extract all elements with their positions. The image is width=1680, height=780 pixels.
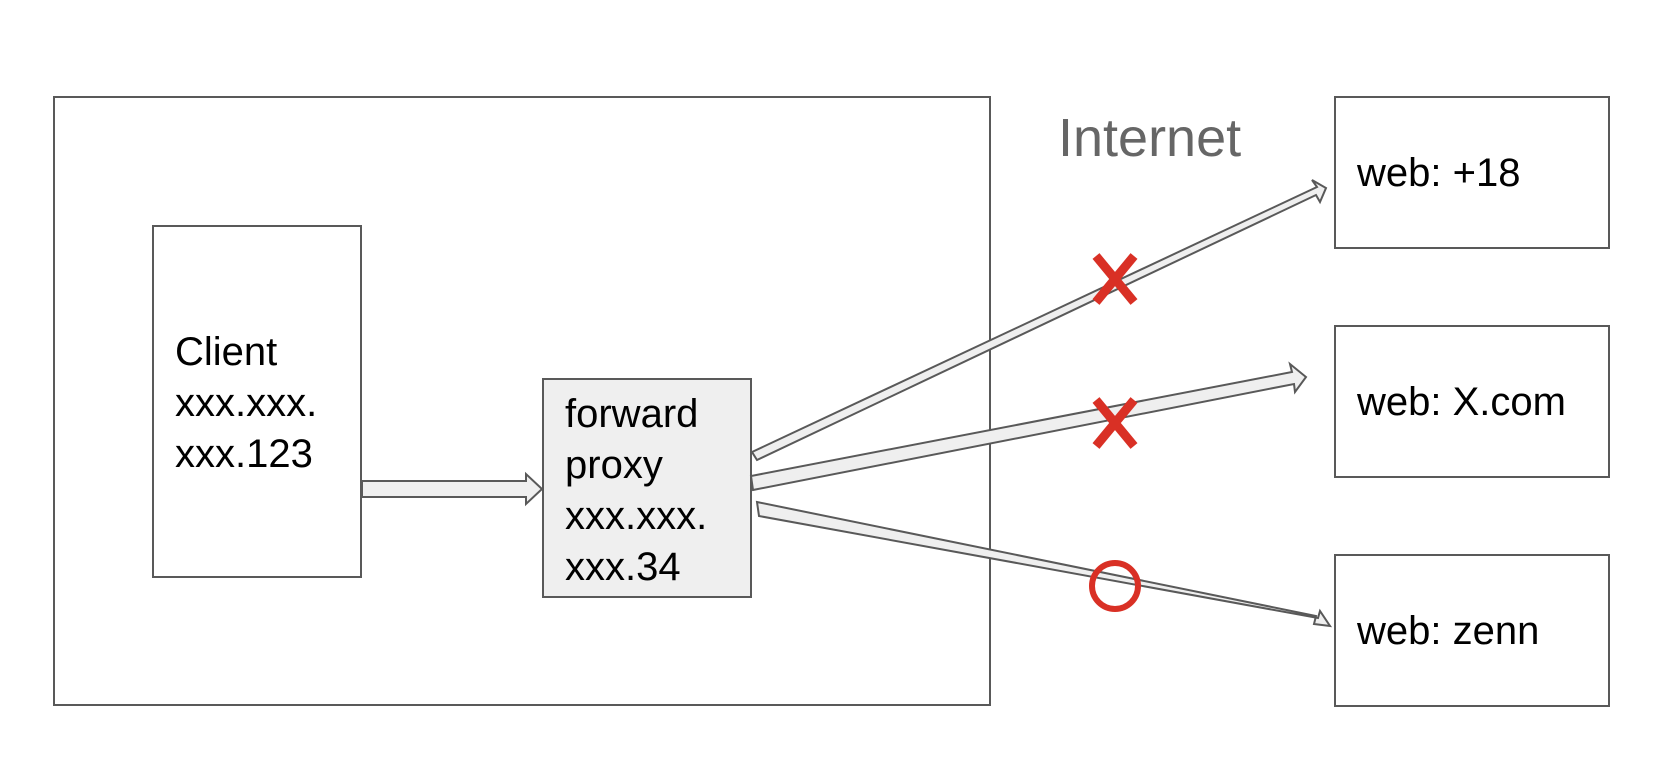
internet-label: Internet bbox=[1058, 108, 1242, 168]
web-box-3 bbox=[1334, 554, 1610, 707]
web-box-1 bbox=[1334, 96, 1610, 249]
proxy-name-line1: forward bbox=[565, 392, 699, 436]
proxy-to-web-1-arrow bbox=[750, 179, 1328, 462]
cross-icon bbox=[1092, 397, 1138, 449]
client-ip-part1: xxx.xxx. bbox=[175, 381, 318, 425]
web-label-2: web: X.com bbox=[1357, 380, 1566, 424]
client-box bbox=[152, 225, 362, 578]
forward-proxy-box bbox=[542, 378, 752, 598]
proxy-ip-part1: xxx.xxx. bbox=[565, 494, 708, 538]
client-to-proxy-arrow bbox=[361, 471, 544, 507]
proxy-to-web-3-arrow bbox=[755, 500, 1333, 628]
web-label-3: web: zenn bbox=[1357, 609, 1540, 653]
proxy-ip-part2: xxx.34 bbox=[565, 545, 681, 589]
web-box-2 bbox=[1334, 325, 1610, 478]
circle-icon bbox=[1089, 560, 1141, 612]
proxy-to-web-2-arrow bbox=[749, 361, 1308, 492]
client-name: Client bbox=[175, 330, 278, 374]
client-ip-part2: xxx.123 bbox=[175, 432, 313, 476]
proxy-name-line2: proxy bbox=[565, 443, 663, 487]
web-label-1: web: +18 bbox=[1357, 151, 1521, 195]
cross-icon bbox=[1092, 253, 1138, 305]
